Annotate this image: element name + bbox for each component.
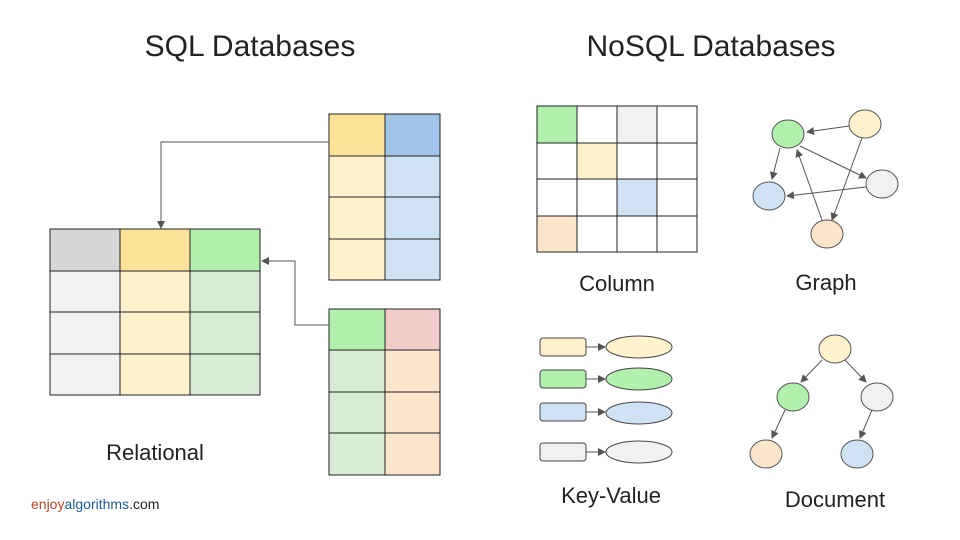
kv-value [605,401,673,425]
column-cell [536,178,578,217]
column-cell [576,142,618,180]
column-store-grid [536,105,698,253]
graph-label: Graph [795,270,856,295]
relational-cell [189,311,261,355]
relation-arrow-bottom [261,257,329,326]
tree-node-orange [749,439,783,469]
relational-cell [384,432,441,476]
relational-cell [328,432,386,476]
column-cell [576,215,618,253]
relational-cell [384,196,441,240]
kv-key [539,369,587,389]
tree-node-grey [860,382,894,412]
tree-node-root [818,334,852,364]
relational-cell [384,308,441,351]
graph-edge [795,149,823,221]
relational-cell [384,349,441,393]
brand-part-com: .com [129,496,160,512]
kv-value [605,367,673,391]
tree-edge [800,359,823,383]
relational-cell [328,238,386,281]
relation-arrow-top [157,141,329,229]
relational-cell [328,155,386,198]
kv-key [539,402,587,422]
relational-cell [328,349,386,393]
document-tree [749,334,894,469]
kv-key [539,337,587,357]
graph-edge [769,147,781,180]
key-value-label: Key-Value [561,483,661,508]
relational-cell [49,311,121,355]
relational-main-table [49,228,261,396]
relational-cell [49,228,121,272]
brand-part-enjoy: enjoy [31,496,65,512]
column-cell [656,105,698,144]
graph-node-grey [865,169,899,199]
graph-diagram [752,109,899,249]
relational-cell [49,353,121,396]
column-cell [576,105,618,144]
document-label: Document [785,487,885,512]
graph-node-orange [810,219,844,249]
column-cell [616,142,658,180]
relational-cell [384,155,441,198]
nosql-databases-heading: NoSQL Databases [586,30,835,63]
column-cell [656,142,698,180]
relational-cell [384,391,441,434]
column-cell [536,105,578,144]
relational-cell [189,270,261,313]
relational-top-table [328,113,441,281]
brand-logo: enjoyalgorithms.com [31,496,159,512]
graph-edge [806,125,850,135]
graph-node-green [771,119,805,149]
column-cell [536,142,578,180]
relational-cell [328,308,386,351]
sql-databases-heading: SQL Databases [145,30,356,63]
kv-key [539,442,587,462]
tree-node-blue [840,439,874,469]
brand-part-algorithms: algorithms [64,496,130,512]
relational-cell [119,311,191,355]
graph-edge [799,145,867,179]
column-cell [616,215,658,253]
relational-cell [49,270,121,313]
tree-edge [771,409,786,439]
relational-cell [328,113,386,157]
relational-cell [189,353,261,396]
column-cell [656,178,698,217]
column-label: Column [579,271,655,296]
column-cell [536,215,578,253]
relational-cell [384,113,441,157]
graph-node-yellow [848,109,882,139]
relational-cell [384,238,441,281]
column-cell [656,215,698,253]
kv-value [605,440,673,464]
tree-edge [844,359,867,383]
tree-node-green [776,382,810,412]
relational-cell [119,270,191,313]
relational-cell [119,353,191,396]
kv-value [605,335,673,359]
column-cell [616,178,658,217]
relational-cell [328,391,386,434]
column-cell [576,178,618,217]
column-cell [616,105,658,144]
relational-cell [328,196,386,240]
graph-edge [786,186,867,200]
graph-edge [830,137,863,221]
graph-node-blue [752,181,786,211]
relational-label: Relational [106,440,204,465]
relational-bottom-table [328,308,441,476]
relational-cell [119,228,191,272]
key-value-diagram [539,335,673,464]
relational-cell [189,228,261,272]
tree-edge [859,409,873,439]
